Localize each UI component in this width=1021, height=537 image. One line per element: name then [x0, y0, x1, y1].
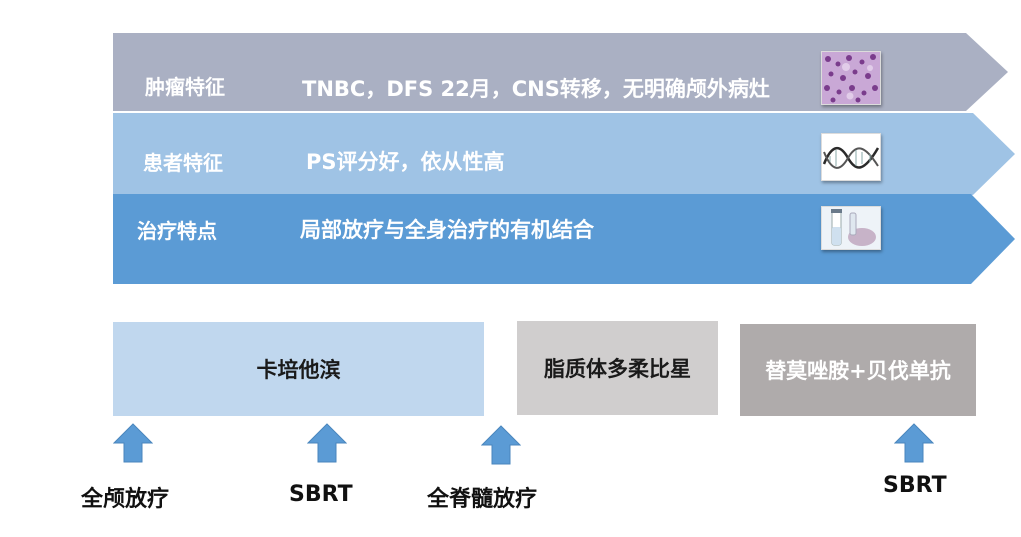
- band-label: 治疗特点: [137, 219, 217, 243]
- timeline-box-label: 替莫唑胺+贝伐单抗: [765, 359, 951, 383]
- vial-image: [821, 206, 881, 250]
- band-treatment-features: 治疗特点 局部放疗与全身治疗的有机结合: [113, 194, 1015, 284]
- event-label-sbrt-1: SBRT: [289, 482, 353, 507]
- band-text: PS评分好，依从性高: [306, 150, 505, 174]
- timeline-box-liposomal-doxorubicin: 脂质体多柔比星: [517, 321, 718, 415]
- band-label: 患者特征: [143, 151, 223, 175]
- timeline-box-capecitabine: 卡培他滨: [113, 322, 484, 416]
- event-label-whole-brain-radiotherapy: 全颅放疗: [81, 487, 170, 512]
- up-arrow-icon: [306, 423, 348, 467]
- event-label-craniospinal-radiotherapy: 全脊髓放疗: [427, 487, 538, 512]
- up-arrow-icon: [893, 423, 935, 467]
- band-patient-features: 患者特征 PS评分好，依从性高: [113, 113, 1015, 195]
- band-tumor-features-shape: [113, 33, 1008, 111]
- band-label: 肿瘤特征: [145, 75, 225, 99]
- band-tumor-features: 肿瘤特征 TNBC，DFS 22月，CNS转移，无明确颅外病灶: [113, 33, 1008, 111]
- band-patient-features-shape: [113, 113, 1015, 195]
- timeline-box-temozolomide-bevacizumab: 替莫唑胺+贝伐单抗: [740, 324, 976, 416]
- histology-image: [821, 51, 881, 105]
- timeline-box-label: 卡培他滨: [256, 358, 341, 382]
- up-arrow-icon: [480, 425, 522, 469]
- up-arrow-icon: [112, 423, 154, 467]
- band-treatment-features-shape: [113, 194, 1015, 284]
- timeline-box-label: 脂质体多柔比星: [544, 357, 691, 381]
- dna-helix-image: [821, 133, 881, 181]
- band-text: TNBC，DFS 22月，CNS转移，无明确颅外病灶: [302, 77, 770, 101]
- band-text: 局部放疗与全身治疗的有机结合: [300, 218, 594, 242]
- event-label-sbrt-2: SBRT: [883, 473, 947, 498]
